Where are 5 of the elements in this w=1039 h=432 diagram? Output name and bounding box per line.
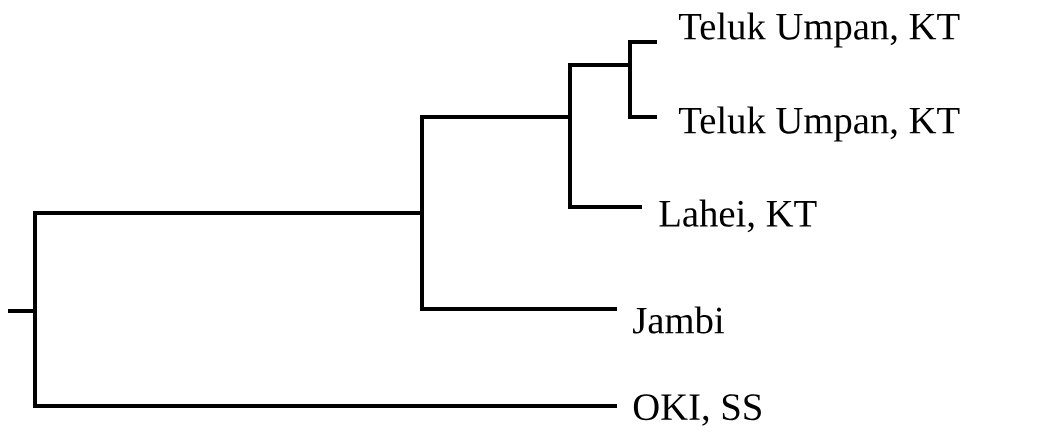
leaf-label: OKI, SS bbox=[633, 394, 761, 426]
leaf-label: Lahei, KT bbox=[659, 199, 817, 233]
leaf-label: Teluk Umpan, KT bbox=[678, 12, 960, 48]
leaf-label: Jambi bbox=[633, 306, 724, 334]
leaf-label: Teluk Umpan, KT bbox=[678, 106, 960, 142]
